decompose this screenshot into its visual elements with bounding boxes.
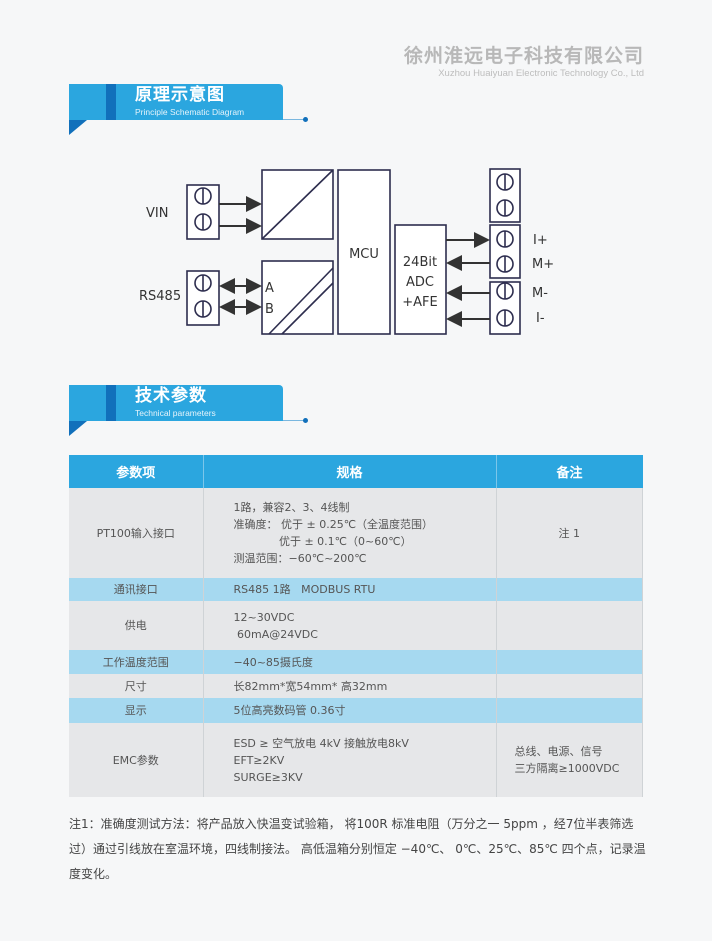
spec-cell: 5位高亮数码管 0.36寸 [203,698,497,723]
mcu-label: MCU [349,247,379,262]
pin-label: M- [532,286,548,301]
table-row: EMC参数 ESD ≥ 空气放电 4kV 接触放电8kV EFT≥2KV SURGE… [69,723,643,797]
note-line: 总线、电源、信号 [514,745,603,758]
section-bar [69,385,283,421]
spec-cell: 12~30VDC 60mA@24VDC [203,601,497,650]
spec-cell: 长82mm*宽54mm* 高32mm [203,674,497,698]
note-cell [496,698,643,723]
section-fold [69,421,87,436]
section-header-technical: 技术参数 Technical parameters [69,385,309,437]
section-header-principle: 原理示意图 Principle Schematic Diagram [69,84,309,136]
spec-line: 测温范围：−60℃~200℃ [233,552,367,565]
company-header: 徐州淮远电子科技有限公司 Xuzhou Huaiyuan Electronic … [404,44,644,80]
section-strip [106,84,116,120]
spec-line: EFT≥2KV [233,753,285,767]
adc-label-3: +AFE [402,295,437,310]
spec-line: ESD ≥ 空气放电 4kV 接触放电8kV [233,736,409,750]
note-cell [496,650,643,674]
mcu-block [337,169,391,335]
screw-icons [194,173,514,327]
section-dot [303,117,308,122]
schematic-diagram: VIN RS485 A B MCU 24Bit ADC +AFE I+ M+ M… [139,168,554,335]
param-cell: 通讯接口 [69,578,204,601]
section-title: 技术参数 [135,386,207,406]
section-title: 原理示意图 [135,85,225,105]
section-strip [106,385,116,421]
section-fold [69,120,87,135]
spec-cell: ESD ≥ 空气放电 4kV 接触放电8kV EFT≥2KV SURGE≥3KV [203,723,497,797]
spec-cell: RS485 1路 MODBUS RTU [203,578,497,601]
col-header: 规格 [203,455,497,488]
vin-terminal [186,184,220,240]
table-row: 尺寸 长82mm*宽54mm* 高32mm [69,674,643,698]
table-row: 供电 12~30VDC 60mA@24VDC [69,601,643,650]
section-line [283,119,305,120]
section-line [283,420,305,421]
section-dot [303,418,308,423]
pin-label: M+ [532,257,554,272]
adc-label-2: ADC [406,275,434,290]
table-header: 参数项 规格 备注 [69,455,643,488]
adc-label-1: 24Bit [403,255,437,270]
spec-line: SURGE≥3KV [233,770,303,784]
note-cell: 总线、电源、信号三方隔离≥1000VDC [496,723,643,797]
spec-line: 12~30VDC [233,610,295,624]
note-cell: 注 1 [496,488,643,578]
param-cell: 尺寸 [69,674,204,698]
col-header: 备注 [496,455,643,488]
section-bar [69,84,283,120]
spec-line: 1路，兼容2、3、4线制 [233,501,350,514]
param-cell: EMC参数 [69,723,204,797]
spec-cell: −40~85摄氏度 [203,650,497,674]
section-subtitle: Principle Schematic Diagram [135,107,245,117]
rs485-isolator-block [261,260,334,335]
param-cell: 供电 [69,601,204,650]
table-row: 工作温度范围 −40~85摄氏度 [69,650,643,674]
company-name-cn: 徐州淮远电子科技有限公司 [403,45,644,67]
table-row: 显示 5位高亮数码管 0.36寸 [69,698,643,723]
arrows [219,196,490,327]
spec-line: 60mA@24VDC [233,627,318,641]
vin-label: VIN [146,206,168,221]
param-cell: PT100输入接口 [69,488,204,578]
note-cell [496,674,643,698]
col-header: 参数项 [69,455,204,488]
footnote: 注1：准确度测试方法：将产品放入快温变试验箱， 将100R 标准电阻（万分之一 … [69,817,646,881]
adc-block [394,224,447,335]
spec-line: 优于 ± 0.1℃（0~60℃） [233,535,412,548]
spec-line: 准确度： 优于 ± 0.25℃（全温度范围） [233,518,434,531]
note-cell [496,601,643,650]
param-cell: 工作温度范围 [69,650,204,674]
company-name-en: Xuzhou Huaiyuan Electronic Technology Co… [438,68,644,79]
section-subtitle: Technical parameters [135,408,216,418]
rs485-label: RS485 [139,289,181,304]
b-label: B [265,302,274,317]
note-line: 三方隔离≥1000VDC [514,762,620,775]
a-label: A [265,281,274,296]
spec-table: 参数项 规格 备注 PT100输入接口 1路，兼容2、3、4线制准确度： 优于 … [69,455,643,797]
table-row: 通讯接口 RS485 1路 MODBUS RTU [69,578,643,601]
note-cell [496,578,643,601]
table-row: PT100输入接口 1路，兼容2、3、4线制准确度： 优于 ± 0.25℃（全温… [69,488,643,578]
pin-label: I+ [533,233,548,248]
spec-cell: 1路，兼容2、3、4线制准确度： 优于 ± 0.25℃（全温度范围） 优于 ± … [203,488,497,578]
param-cell: 显示 [69,698,204,723]
pin-label: I- [536,311,545,326]
